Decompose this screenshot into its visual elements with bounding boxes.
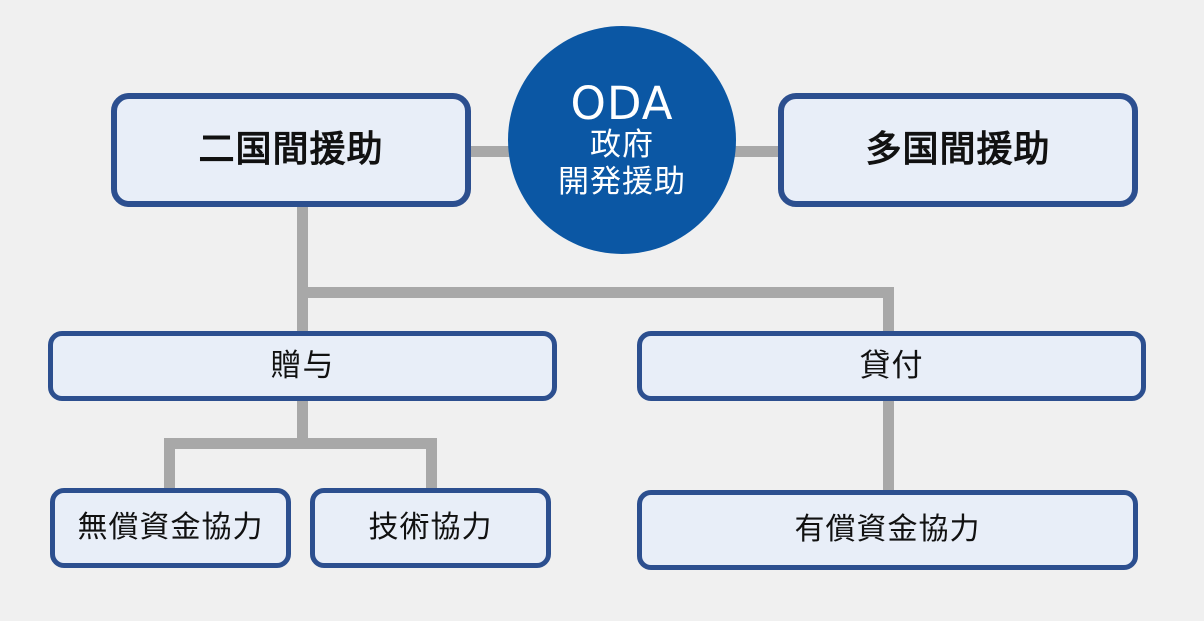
connector-loan-to-loan-aid — [883, 398, 894, 490]
node-bilateral-aid[interactable]: 二国間援助 — [111, 93, 471, 207]
node-bilateral-aid-label: 二国間援助 — [198, 129, 384, 170]
node-grant-label: 贈与 — [270, 347, 335, 384]
node-loan-aid-label: 有償資金協力 — [794, 512, 981, 547]
node-grant-aid[interactable]: 無償資金協力 — [50, 488, 291, 568]
node-loan-aid[interactable]: 有償資金協力 — [637, 490, 1138, 570]
connector-to-grant-aid — [164, 438, 175, 490]
connector-tier2-distributor — [297, 287, 894, 298]
node-technical-cooperation-label: 技術協力 — [368, 510, 493, 545]
node-grant-aid-label: 無償資金協力 — [77, 510, 264, 545]
node-loan[interactable]: 貸付 — [637, 331, 1146, 401]
oda-circle-subtitle-1: 政府 — [590, 127, 654, 164]
connector-bilateral-trunk — [297, 200, 308, 332]
oda-circle-title: ODA — [570, 76, 674, 130]
node-loan-label: 貸付 — [859, 347, 924, 384]
node-grant[interactable]: 贈与 — [48, 331, 557, 401]
connector-to-loan — [883, 287, 894, 333]
node-technical-cooperation[interactable]: 技術協力 — [310, 488, 551, 568]
connector-circle-to-bilateral — [466, 146, 542, 157]
oda-circle-subtitle-2: 開発援助 — [558, 163, 686, 200]
node-multilateral-aid-label: 多国間援助 — [865, 129, 1051, 170]
connector-to-technical — [426, 438, 437, 490]
node-multilateral-aid[interactable]: 多国間援助 — [778, 93, 1138, 207]
connector-tier3-distributor — [164, 438, 437, 449]
connector-circle-to-multilateral — [700, 146, 780, 157]
node-oda-circle[interactable]: ODA 政府 開発援助 — [508, 26, 736, 254]
connector-grant-stub — [297, 398, 308, 444]
